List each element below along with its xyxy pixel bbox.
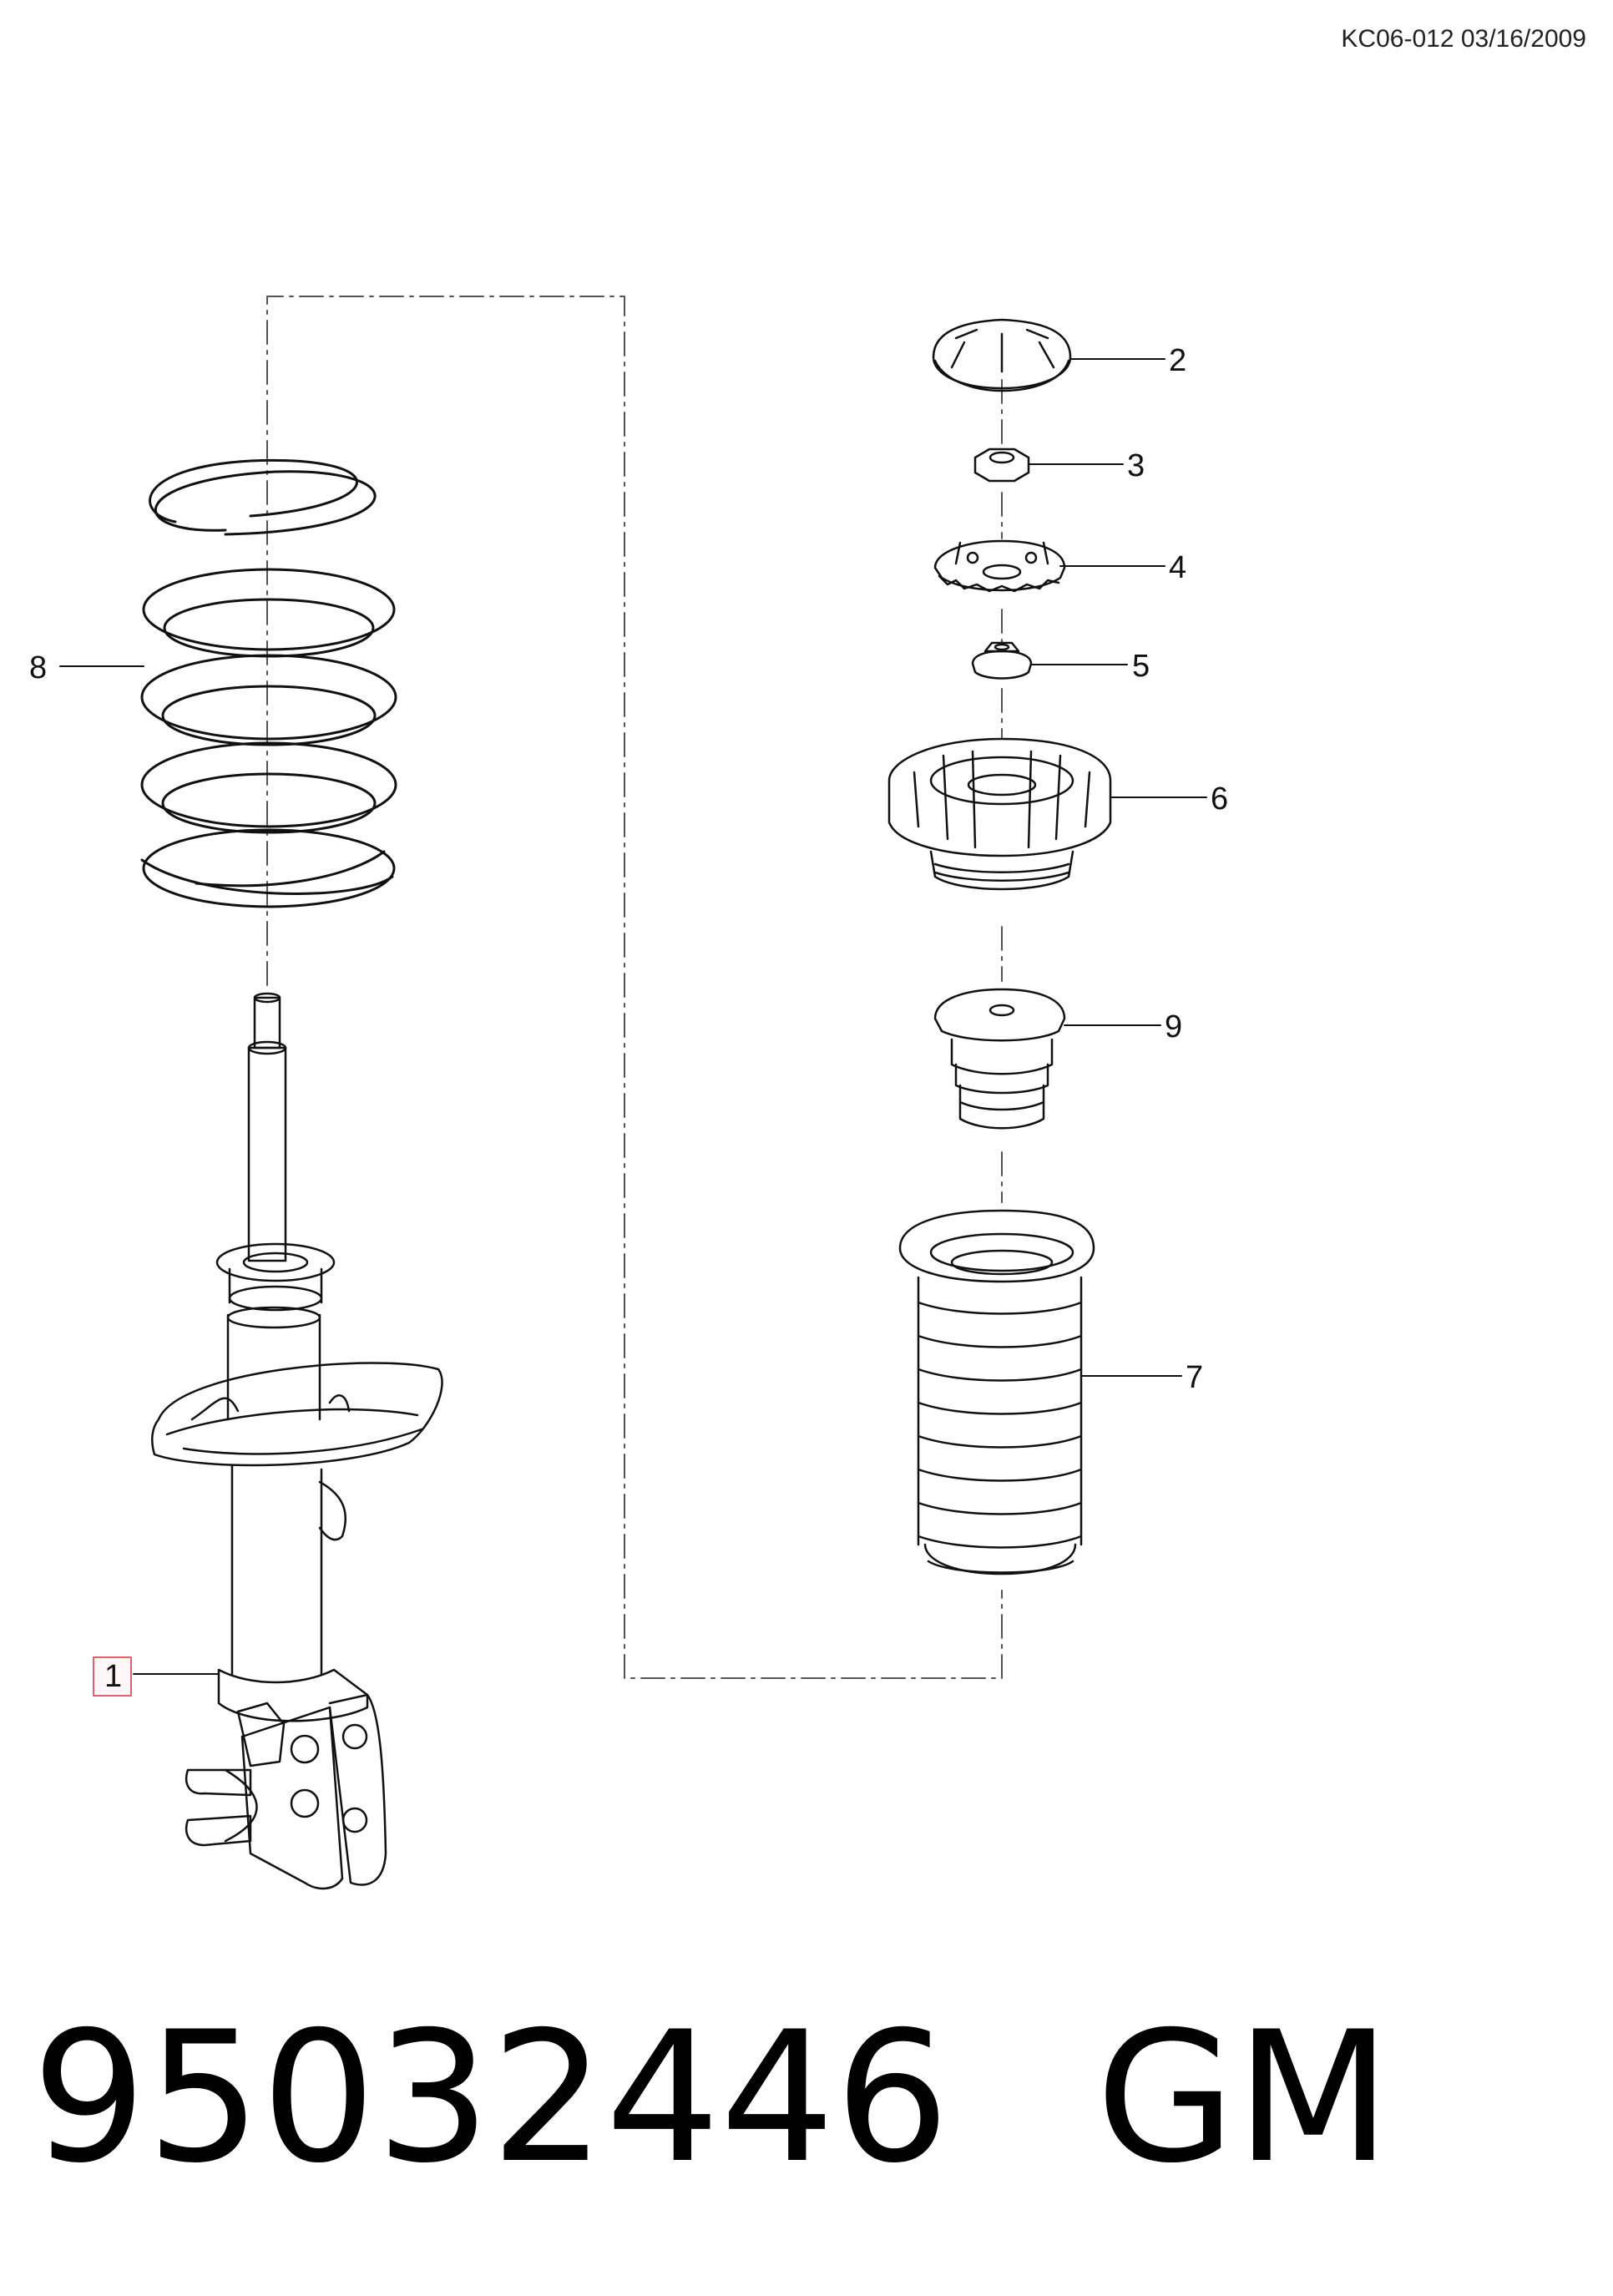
- exploded-strut-diagram: 1 2 3 4 5 6 7 8 9: [29, 296, 1228, 1890]
- callout-9[interactable]: 9: [1165, 1009, 1182, 1044]
- callout-5[interactable]: 5: [1132, 649, 1150, 684]
- document-code: KC06-012 03/16/2009: [1341, 25, 1586, 53]
- part-number: 95032446: [32, 1993, 950, 2202]
- callout-1[interactable]: 1: [104, 1659, 122, 1694]
- assembly-line: [266, 296, 1003, 1679]
- callout-4[interactable]: 4: [1169, 550, 1186, 585]
- callout-1-highlight-box: [93, 1656, 132, 1697]
- strut-assembly: [151, 992, 443, 1890]
- brand-name: GM: [1095, 1993, 1392, 2202]
- leader-lines: [59, 358, 1207, 1675]
- retainer-plate: [933, 539, 1066, 593]
- dust-cap: [932, 318, 1072, 392]
- dust-boot: [898, 1209, 1095, 1575]
- bump-stop: [933, 988, 1066, 1130]
- callout-2[interactable]: 2: [1169, 343, 1186, 378]
- nut-5: [971, 641, 1033, 680]
- coil-spring: [140, 458, 397, 908]
- callout-8[interactable]: 8: [29, 650, 47, 685]
- callout-6[interactable]: 6: [1211, 781, 1228, 817]
- nut-3: [973, 448, 1030, 483]
- callout-7[interactable]: 7: [1186, 1360, 1203, 1395]
- callout-3[interactable]: 3: [1127, 448, 1145, 483]
- strut-mount: [887, 737, 1112, 891]
